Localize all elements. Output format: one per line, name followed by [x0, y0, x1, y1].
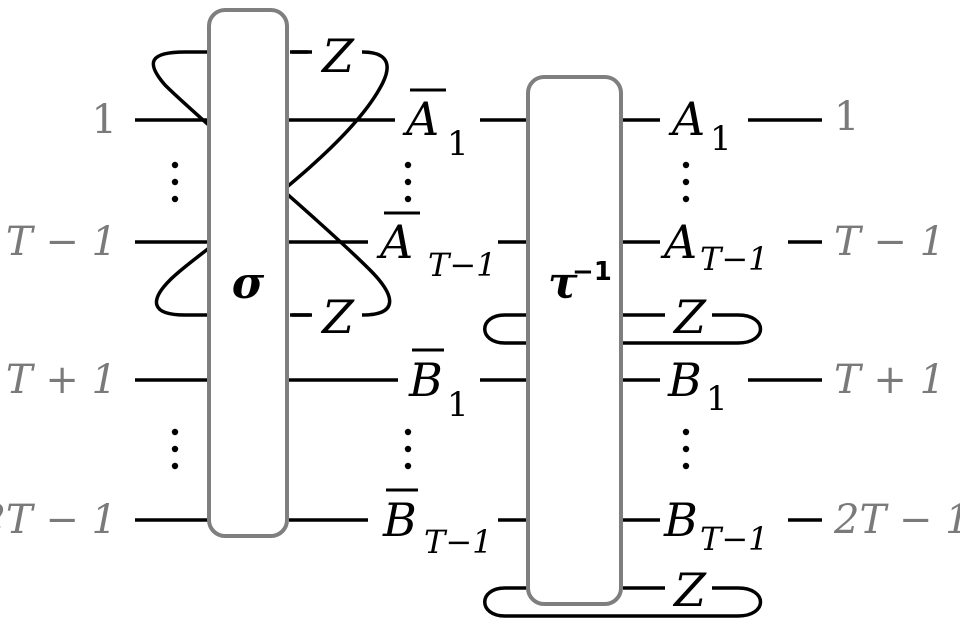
- right-ellipsis-bottom: [682, 428, 690, 470]
- output-label-t-plus-1: T + 1: [834, 357, 945, 403]
- tau-loop-lower: [483, 586, 763, 618]
- svg-text:1: 1: [706, 379, 728, 419]
- middle-ellipsis-bottom: [404, 428, 412, 470]
- svg-text:A: A: [376, 215, 413, 269]
- svg-text:1: 1: [447, 124, 469, 164]
- input-label-t-minus-1: T − 1: [6, 219, 117, 265]
- svg-text:A: A: [668, 92, 705, 146]
- svg-text:τ: τ: [548, 258, 578, 309]
- svg-text:1: 1: [710, 119, 732, 159]
- middle-ellipsis-top: [404, 161, 412, 203]
- svg-text:A: A: [660, 215, 697, 269]
- input-label-t-plus-1: T + 1: [6, 357, 117, 403]
- input-label-2t-minus-1: 2T − 1: [0, 497, 117, 543]
- sigma-z-bottom: Z: [320, 290, 355, 344]
- input-ellipsis-top: [171, 161, 179, 203]
- svg-text:T−1: T−1: [700, 240, 769, 278]
- input-label-1: 1: [92, 97, 117, 143]
- svg-text:T−1: T−1: [424, 523, 493, 561]
- right-ellipsis-top: [682, 161, 690, 203]
- sigma-z-top: Z: [320, 29, 355, 83]
- input-ellipsis-bottom: [171, 428, 179, 470]
- svg-text:B: B: [408, 353, 443, 407]
- tau-z-upper: Z: [672, 290, 707, 344]
- label-b-t-minus-1: B T−1: [663, 493, 769, 558]
- label-abar-t-minus-1: A T−1: [376, 211, 497, 284]
- label-a-t-minus-1: A T−1: [660, 215, 769, 278]
- output-label-1: 1: [834, 94, 859, 140]
- svg-text:1: 1: [447, 385, 469, 425]
- sigma-label: σ: [232, 258, 265, 309]
- label-abar-1: A 1: [402, 88, 469, 164]
- svg-text:B: B: [667, 353, 702, 407]
- tau-z-lower: Z: [672, 563, 707, 617]
- label-bbar-1: B 1: [408, 348, 469, 425]
- output-label-2t-minus-1: 2T − 1: [833, 497, 960, 543]
- tau-inverse-box: [526, 75, 623, 606]
- label-bbar-t-minus-1: B T−1: [382, 488, 493, 561]
- output-label-t-minus-1: T − 1: [834, 219, 945, 265]
- svg-text:T−1: T−1: [700, 520, 769, 558]
- svg-text:B: B: [382, 493, 417, 547]
- tau-inverse-label: τ −1: [548, 257, 612, 309]
- sigma-box: [207, 8, 289, 538]
- svg-text:T−1: T−1: [428, 246, 497, 284]
- label-a-1: A 1: [668, 92, 732, 159]
- svg-text:−1: −1: [572, 257, 612, 287]
- svg-text:A: A: [402, 92, 439, 146]
- svg-text:B: B: [663, 493, 698, 547]
- label-b-1: B 1: [667, 353, 728, 419]
